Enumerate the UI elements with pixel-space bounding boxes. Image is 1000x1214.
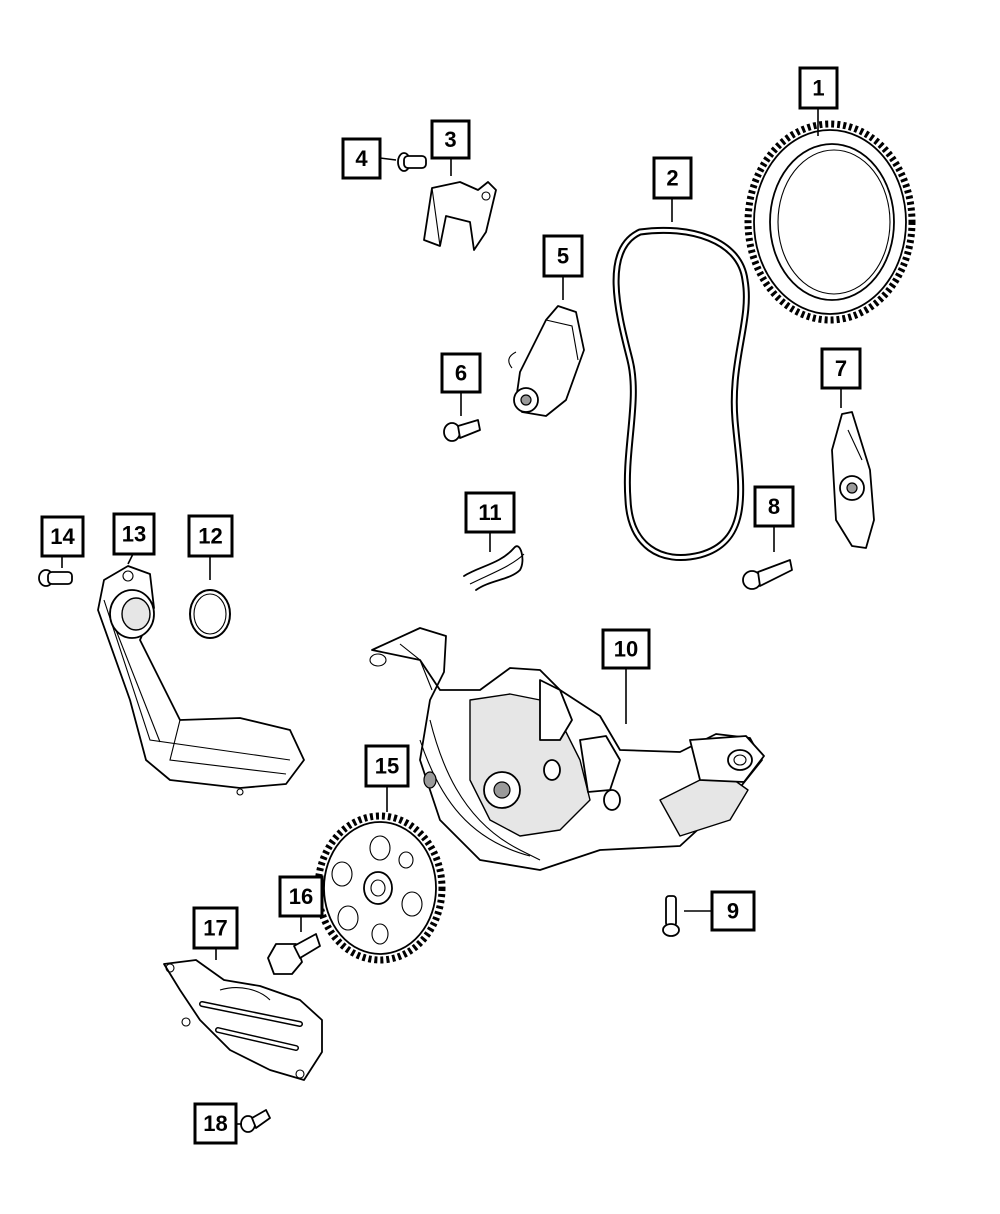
callout-13: 13 bbox=[112, 512, 156, 556]
callout-14: 14 bbox=[40, 515, 85, 558]
callout-label: 13 bbox=[122, 522, 146, 547]
callout-label: 7 bbox=[835, 356, 847, 381]
callout-label: 8 bbox=[768, 494, 780, 519]
sprocket-ring bbox=[744, 120, 916, 324]
callout-label: 12 bbox=[198, 524, 222, 549]
callout-8: 8 bbox=[753, 485, 795, 528]
callout-6: 6 bbox=[440, 352, 482, 394]
callout-label: 2 bbox=[666, 166, 678, 191]
oil-pickup-tube bbox=[97, 565, 305, 796]
bolt-6 bbox=[443, 419, 481, 442]
bolt-14 bbox=[38, 569, 73, 587]
callout-label: 4 bbox=[355, 146, 368, 171]
callout-10: 10 bbox=[601, 628, 651, 670]
callout-label: 18 bbox=[203, 1111, 227, 1136]
callout-label: 15 bbox=[375, 754, 399, 779]
callout-4: 4 bbox=[341, 137, 382, 180]
bolt-16 bbox=[267, 933, 321, 975]
callout-11: 11 bbox=[464, 491, 516, 534]
bolt-8 bbox=[742, 559, 793, 590]
callout-label: 9 bbox=[727, 899, 739, 924]
callout-label: 11 bbox=[478, 500, 501, 525]
oil-pump-gear bbox=[314, 812, 446, 964]
oil-pump bbox=[369, 627, 765, 871]
bolt-9 bbox=[662, 895, 680, 937]
callout-label: 10 bbox=[614, 637, 638, 662]
callout-label: 14 bbox=[50, 524, 75, 549]
callout-5: 5 bbox=[542, 234, 584, 278]
callout-label: 6 bbox=[455, 361, 467, 386]
callout-label: 17 bbox=[203, 916, 227, 941]
bolt-18 bbox=[240, 1109, 271, 1133]
callout-3: 3 bbox=[430, 119, 471, 160]
callout-12: 12 bbox=[187, 514, 234, 558]
callout-9: 9 bbox=[710, 890, 756, 932]
callout-7: 7 bbox=[820, 347, 862, 390]
callout-label: 3 bbox=[444, 127, 456, 152]
leader-lines bbox=[61, 108, 842, 1125]
callout-17: 17 bbox=[192, 906, 239, 950]
drive-chain bbox=[612, 226, 750, 562]
retaining-clip bbox=[463, 545, 525, 591]
callout-label: 16 bbox=[289, 884, 313, 909]
chain-tensioner bbox=[508, 305, 585, 417]
cover-plate bbox=[163, 959, 323, 1081]
o-ring bbox=[189, 589, 231, 639]
callout-15: 15 bbox=[364, 744, 410, 788]
callout-18: 18 bbox=[193, 1102, 238, 1145]
callout-16: 16 bbox=[278, 875, 324, 918]
callout-1: 1 bbox=[798, 66, 839, 110]
callout-label: 5 bbox=[557, 244, 569, 269]
callout-label: 1 bbox=[812, 76, 824, 101]
chain-guide-bracket bbox=[423, 181, 497, 251]
bolt-4 bbox=[397, 152, 427, 172]
chain-guide bbox=[831, 411, 875, 549]
callout-2: 2 bbox=[652, 156, 693, 200]
